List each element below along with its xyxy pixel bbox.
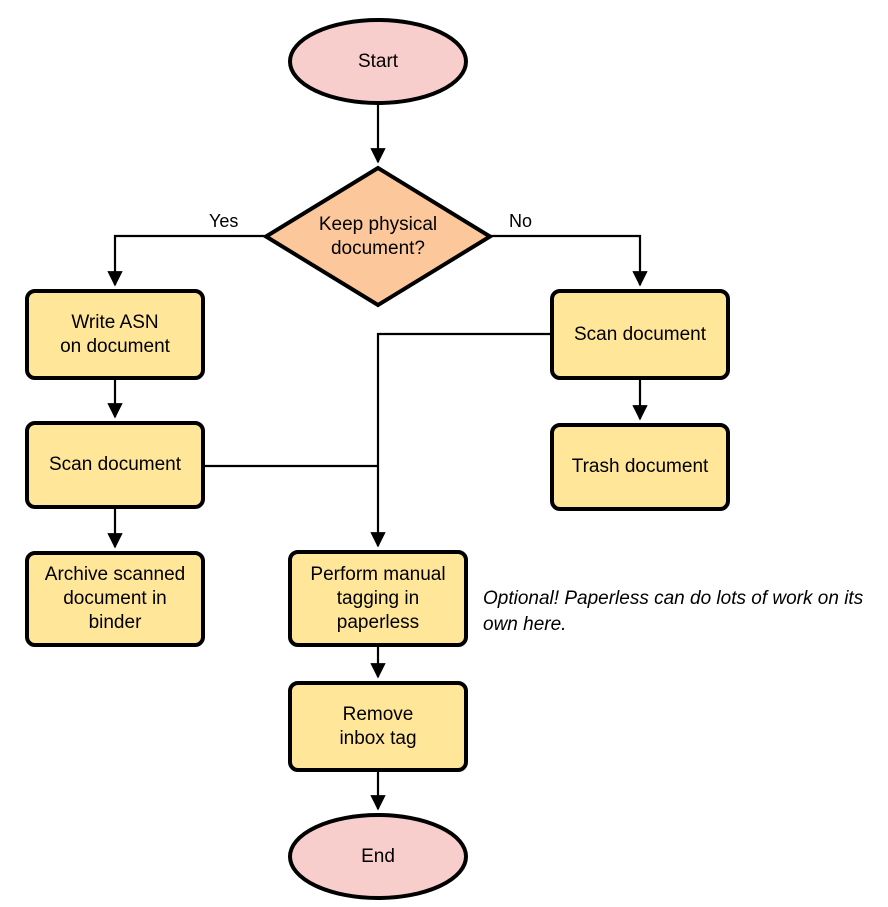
node-write-asn-shape (25, 289, 205, 380)
node-trash-document-shape (550, 423, 730, 511)
node-end-shape (288, 813, 468, 900)
node-scan-document-left-shape (25, 421, 205, 509)
edge-scan-right-to-manual-tagging (370, 332, 552, 548)
edge-decision-no-to-scan-right (490, 234, 648, 287)
node-keep-physical-document-shape (262, 165, 494, 308)
edge-label-yes: Yes (209, 211, 239, 231)
edge-decision-yes-to-write-asn (107, 234, 266, 287)
node-scan-document-right-shape (550, 289, 730, 380)
node-start-shape (288, 18, 468, 105)
optional-note-text: Optional! Paperless can do lots of work … (483, 588, 864, 635)
node-manual-tagging-shape (288, 550, 468, 647)
edge-label-no: No (509, 211, 533, 231)
node-archive-in-binder-shape (25, 551, 205, 647)
node-remove-inbox-tag-shape (288, 681, 468, 772)
